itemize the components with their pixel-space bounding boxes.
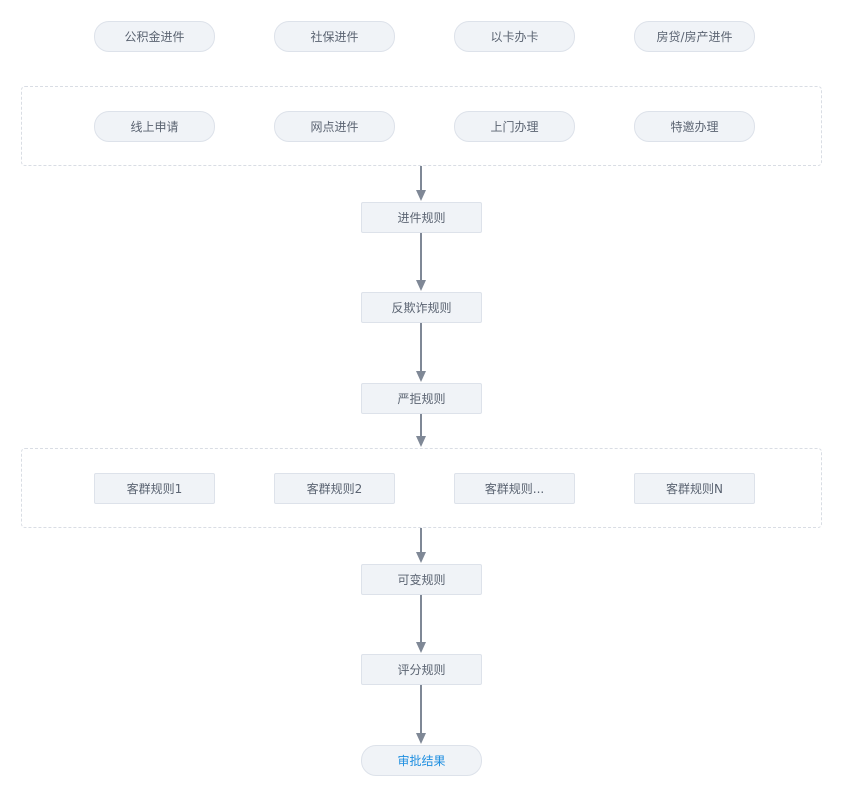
arrow-head (416, 280, 426, 291)
arrow-head (416, 190, 426, 201)
arrow-head (416, 733, 426, 744)
arrow-head (416, 436, 426, 447)
segment-rule-node: 客群规则N (634, 473, 755, 504)
channel-node: 以卡办卡 (454, 21, 575, 52)
segments-group (21, 448, 822, 528)
method-node: 特邀办理 (634, 111, 755, 142)
channel-node: 社保进件 (274, 21, 395, 52)
segment-rule-node: 客群规则1 (94, 473, 215, 504)
scoring-rule-node: 评分规则 (361, 654, 482, 685)
methods-group (21, 86, 822, 166)
arrow-head (416, 371, 426, 382)
arrow-head (416, 552, 426, 563)
segment-rule-node: 客群规则... (454, 473, 575, 504)
channel-node: 房贷/房产进件 (634, 21, 755, 52)
approval-result-node: 审批结果 (361, 745, 482, 776)
method-node: 线上申请 (94, 111, 215, 142)
variable-rule-node: 可变规则 (361, 564, 482, 595)
arrow-head (416, 642, 426, 653)
entry-rule-node: 进件规则 (361, 202, 482, 233)
anti-fraud-rule-node: 反欺诈规则 (361, 292, 482, 323)
method-node: 网点进件 (274, 111, 395, 142)
segment-rule-node: 客群规则2 (274, 473, 395, 504)
strict-reject-rule-node: 严拒规则 (361, 383, 482, 414)
method-node: 上门办理 (454, 111, 575, 142)
channel-node: 公积金进件 (94, 21, 215, 52)
